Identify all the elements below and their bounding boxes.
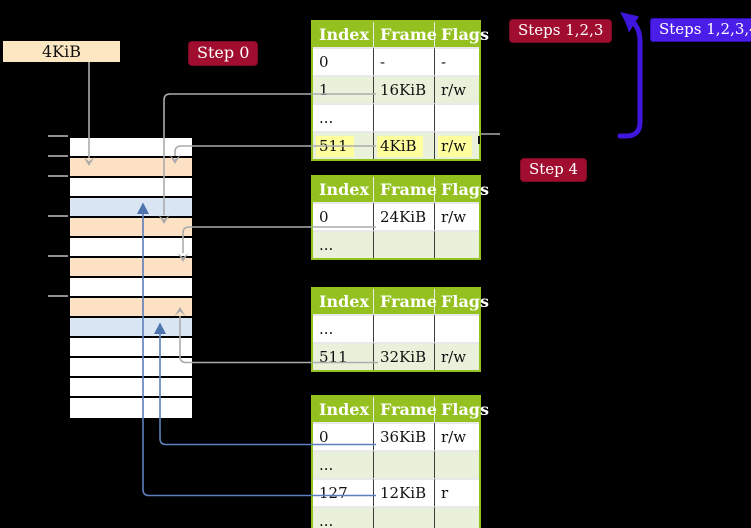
cell-frame: 36KiB [373,422,434,450]
cell-frame [373,506,434,528]
header-index: Index [313,22,373,47]
table-header-row: Index Frame Flags [313,22,489,47]
step0-label: Step 0 [188,41,259,66]
memory-row-free [70,378,192,398]
header-flags: Flags [434,177,489,202]
cell-frame [373,314,434,342]
cell-flags: r/w [434,75,479,103]
memory-row-free [70,238,192,258]
cell-index: 511 [313,131,373,159]
cell-index: ... [313,450,373,478]
cell-frame: 32KiB [373,342,434,370]
table-row: ... [313,506,479,528]
cell-index: 511 [313,342,373,370]
memory-tick-24kib [48,255,68,257]
table-row: 0 36KiB r/w [313,422,479,450]
cell-index: 0 [313,422,373,450]
memory-row-page-table [70,258,192,278]
cell-frame: 4KiB [373,131,434,159]
cell-flags [434,103,479,131]
memory-row-free [70,338,192,358]
memory-row-page-table [70,218,192,238]
steps123-label: Steps 1,2,3 [509,19,613,43]
cell-frame: 12KiB [373,478,434,506]
cell-flags [434,230,479,258]
header-flags: Flags [434,397,489,422]
page-table-level1: Index Frame Flags 0 36KiB r/w ... 127 12… [311,395,489,528]
memory-row-mapped-page [70,198,192,218]
memory-row-free [70,178,192,198]
memory-row-free [70,398,192,418]
header-frame: Frame [373,177,437,202]
cell-index: ... [313,314,373,342]
memory-tick-0kib [48,135,68,137]
memory-tick-32kib [48,295,68,297]
cell-flags: r/w [434,131,479,159]
table-row: ... [313,314,479,342]
cell-frame [373,230,434,258]
memory-tick-4kib [48,155,68,157]
memory-row-free [70,278,192,298]
cell-flags: r/w [434,422,479,450]
recursive-loop-arrow [617,19,643,139]
cell-index: 127 [313,478,373,506]
table-row: 511 32KiB r/w [313,342,479,370]
page-table-level2: Index Frame Flags ... 511 32KiB r/w [311,287,489,372]
table-row-recursive-entry: 511 4KiB r/w [313,131,479,159]
highlighted-value: 511 [316,135,354,157]
highlighted-value: r/w [438,135,473,157]
table-row: 0 24KiB r/w [313,202,479,230]
memory-tick-16kib [48,215,68,217]
cell-index: ... [313,506,373,528]
table-row: ... [313,230,479,258]
table-row: 127 12KiB r [313,478,479,506]
cell-frame [373,450,434,478]
cell-frame: 24KiB [373,202,434,230]
cell-flags: r/w [434,342,479,370]
cell-frame [373,103,434,131]
cell-flags: - [434,47,479,75]
table-header-row: Index Frame Flags [313,289,489,314]
step4-label: Step 4 [520,158,588,182]
page-table-level3: Index Frame Flags 0 24KiB r/w ... [311,175,489,260]
memory-row-page-table [70,158,192,178]
header-frame: Frame [373,22,437,47]
cell-flags [434,506,479,528]
cell-flags [434,450,479,478]
header-index: Index [313,289,373,314]
memory-column [68,136,194,420]
memory-row-page-table [70,298,192,318]
steps1234-label: Steps 1,2,3,4 [650,18,751,42]
cell-flags [434,314,479,342]
cell-frame: - [373,47,434,75]
header-index: Index [313,397,373,422]
table-header-row: Index Frame Flags [313,177,489,202]
header-flags: Flags [434,289,489,314]
table-row: ... [313,103,479,131]
table-row: ... [313,450,479,478]
header-flags: Flags [434,22,489,47]
table-header-row: Index Frame Flags [313,397,489,422]
header-frame: Frame [373,289,437,314]
cell-index: ... [313,230,373,258]
cell-flags: r [434,478,479,506]
recursive-loop-arrowhead-icon [620,12,639,33]
cell-index: ... [313,103,373,131]
cell-flags: r/w [434,202,479,230]
memory-row-mapped-page [70,318,192,338]
cell-index: 1 [313,75,373,103]
header-frame: Frame [373,397,437,422]
page-table-level4: Index Frame Flags 0 - - 1 16KiB r/w ... … [311,20,489,161]
cell-index: 0 [313,202,373,230]
memory-row-free [70,358,192,378]
cell-frame: 16KiB [373,75,434,103]
root-table-frame-label: 4KiB [3,41,120,62]
memory-tick-8kib [48,175,68,177]
table-row: 0 - - [313,47,479,75]
cell-index: 0 [313,47,373,75]
memory-row-free [70,138,192,158]
header-index: Index [313,177,373,202]
table-row: 1 16KiB r/w [313,75,479,103]
highlighted-value: 4KiB [377,135,423,157]
